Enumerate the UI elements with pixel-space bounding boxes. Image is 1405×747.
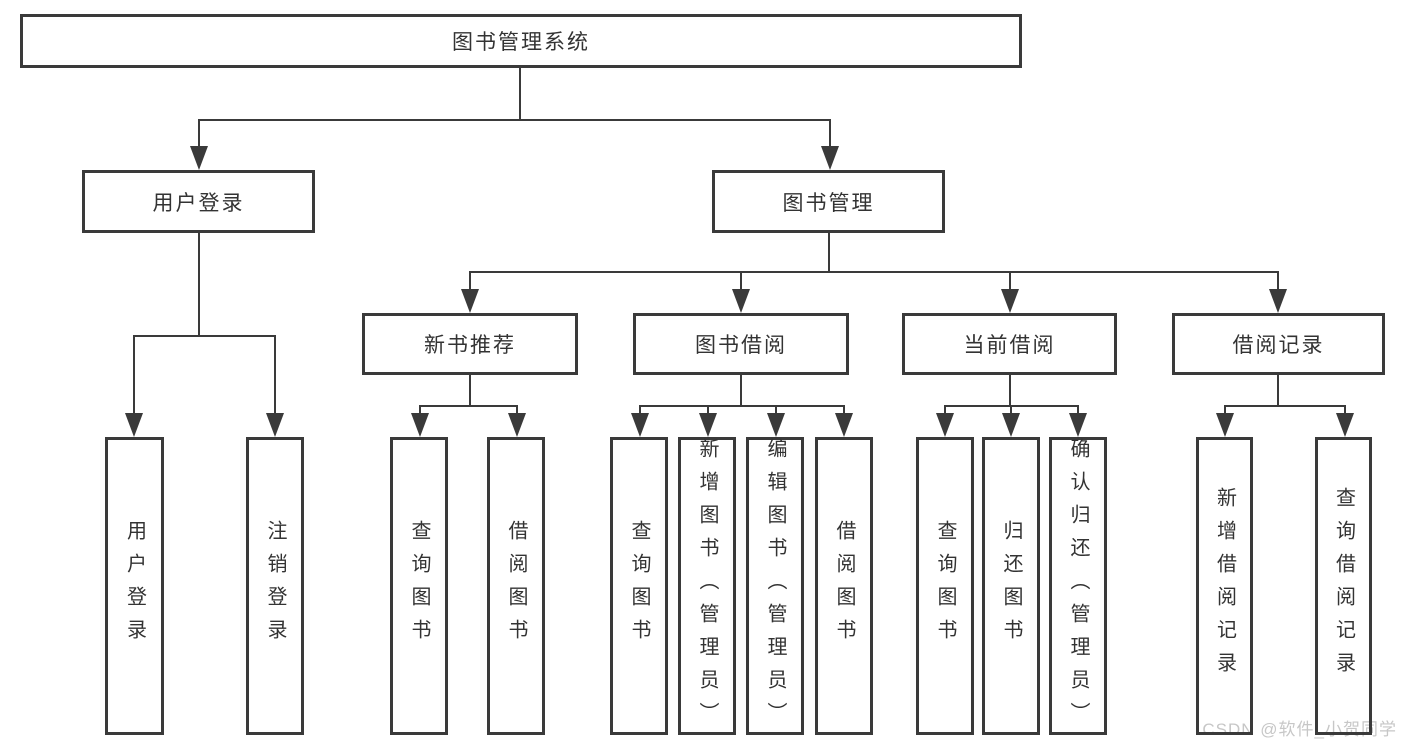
leaf-borrow-edit-books: 编辑图书（管理员） xyxy=(746,437,804,735)
connector-book-borrow-splitter xyxy=(639,405,845,407)
connector-book-management-drop xyxy=(828,233,830,271)
leaf-records-query-record: 查询借阅记录 xyxy=(1315,437,1372,735)
arrow-to-cb-query xyxy=(936,413,954,437)
leaf-current-confirm-return-label: 确认归还（管理员） xyxy=(1067,437,1089,735)
node-user-login: 用户登录 xyxy=(82,170,315,233)
connector-drop-borrow-records xyxy=(1277,271,1279,293)
connector-level2-splitter xyxy=(198,119,831,121)
arrow-to-br-add xyxy=(1216,413,1234,437)
leaf-borrow-query-books-label: 查询图书 xyxy=(628,520,650,652)
leaf-recommend-borrow-books-label: 借阅图书 xyxy=(505,520,527,652)
leaf-current-query-books: 查询图书 xyxy=(916,437,974,735)
arrow-to-current-borrow xyxy=(1001,289,1019,313)
node-root-label: 图书管理系统 xyxy=(452,31,590,54)
node-root: 图书管理系统 xyxy=(20,14,1022,68)
leaf-borrow-edit-books-label: 编辑图书（管理员） xyxy=(764,437,786,735)
arrow-to-user-login xyxy=(190,146,208,170)
connector-drop-rec-borrow xyxy=(516,405,518,417)
node-new-book-recommend: 新书推荐 xyxy=(362,313,578,375)
leaf-recommend-query-books: 查询图书 xyxy=(390,437,448,735)
leaf-current-query-books-label: 查询图书 xyxy=(934,520,956,652)
connector-drop-logout-leaf xyxy=(274,335,276,417)
node-borrow-records-label: 借阅记录 xyxy=(1232,334,1325,357)
arrow-to-book-management xyxy=(821,146,839,170)
leaf-user-login-action-label: 用户登录 xyxy=(123,520,146,652)
arrow-to-rec-query xyxy=(411,413,429,437)
node-book-borrow: 图书借阅 xyxy=(633,313,849,375)
connector-drop-book-management xyxy=(829,119,831,149)
connector-drop-br-add xyxy=(1224,405,1226,417)
connector-drop-user-login xyxy=(198,119,200,149)
leaf-user-login-action: 用户登录 xyxy=(105,437,164,735)
leaf-current-confirm-return: 确认归还（管理员） xyxy=(1049,437,1107,735)
leaf-logout-action-label: 注销登录 xyxy=(264,520,286,652)
arrow-to-logout-leaf xyxy=(266,413,284,437)
connector-drop-bb-edit xyxy=(775,405,777,417)
connector-drop-bb-borrow xyxy=(843,405,845,417)
connector-drop-br-query xyxy=(1344,405,1346,417)
connector-drop-current-borrow xyxy=(1009,271,1011,293)
connector-drop-cb-confirm xyxy=(1077,405,1079,417)
node-user-login-label: 用户登录 xyxy=(152,191,245,215)
arrow-to-book-borrow xyxy=(732,289,750,313)
leaf-records-add-record: 新增借阅记录 xyxy=(1196,437,1253,735)
node-current-borrow-label: 当前借阅 xyxy=(963,334,1056,357)
arrow-to-bb-borrow xyxy=(835,413,853,437)
leaf-recommend-query-books-label: 查询图书 xyxy=(408,520,430,652)
arrow-to-br-query xyxy=(1336,413,1354,437)
connector-root-drop xyxy=(519,68,521,120)
connector-level3-splitter xyxy=(469,271,1279,273)
connector-drop-cb-return xyxy=(1010,405,1012,417)
connector-borrow-records-splitter xyxy=(1224,405,1345,407)
node-current-borrow: 当前借阅 xyxy=(902,313,1117,375)
connector-drop-recommend xyxy=(469,271,471,293)
leaf-recommend-borrow-books: 借阅图书 xyxy=(487,437,545,735)
leaf-borrow-borrow-books: 借阅图书 xyxy=(815,437,873,735)
arrow-to-bb-edit xyxy=(767,413,785,437)
connector-drop-bb-query xyxy=(639,405,641,417)
node-book-borrow-label: 图书借阅 xyxy=(695,334,787,357)
node-book-management: 图书管理 xyxy=(712,170,945,233)
leaf-records-query-record-label: 查询借阅记录 xyxy=(1332,487,1355,685)
node-new-book-recommend-label: 新书推荐 xyxy=(424,334,516,357)
leaf-borrow-query-books: 查询图书 xyxy=(610,437,668,735)
arrow-to-recommend xyxy=(461,289,479,313)
node-book-management-label: 图书管理 xyxy=(782,191,875,215)
arrow-to-cb-confirm xyxy=(1069,413,1087,437)
connector-book-borrow-drop xyxy=(740,375,742,405)
connector-drop-bb-add xyxy=(707,405,709,417)
node-borrow-records: 借阅记录 xyxy=(1172,313,1385,375)
leaf-borrow-add-books: 新增图书（管理员） xyxy=(678,437,736,735)
arrow-to-cb-return xyxy=(1002,413,1020,437)
leaf-borrow-borrow-books-label: 借阅图书 xyxy=(833,520,855,652)
arrow-to-rec-borrow xyxy=(508,413,526,437)
connector-drop-book-borrow xyxy=(740,271,742,293)
leaf-records-add-record-label: 新增借阅记录 xyxy=(1213,487,1236,685)
connector-user-login-drop xyxy=(198,233,200,335)
leaf-current-return-books: 归还图书 xyxy=(982,437,1040,735)
leaf-logout-action: 注销登录 xyxy=(246,437,304,735)
leaf-current-return-books-label: 归还图书 xyxy=(1000,520,1022,652)
arrow-to-borrow-records xyxy=(1269,289,1287,313)
connector-user-login-splitter xyxy=(133,335,276,337)
arrow-to-bb-query xyxy=(631,413,649,437)
connector-recommend-splitter xyxy=(419,405,518,407)
leaf-borrow-add-books-label: 新增图书（管理员） xyxy=(696,437,718,735)
connector-current-borrow-drop xyxy=(1009,375,1011,405)
arrow-to-login-leaf xyxy=(125,413,143,437)
connector-recommend-drop xyxy=(469,375,471,405)
connector-drop-rec-query xyxy=(419,405,421,417)
connector-drop-cb-query xyxy=(944,405,946,417)
connector-drop-login-leaf xyxy=(133,335,135,417)
connector-borrow-records-drop xyxy=(1277,375,1279,405)
arrow-to-bb-add xyxy=(699,413,717,437)
